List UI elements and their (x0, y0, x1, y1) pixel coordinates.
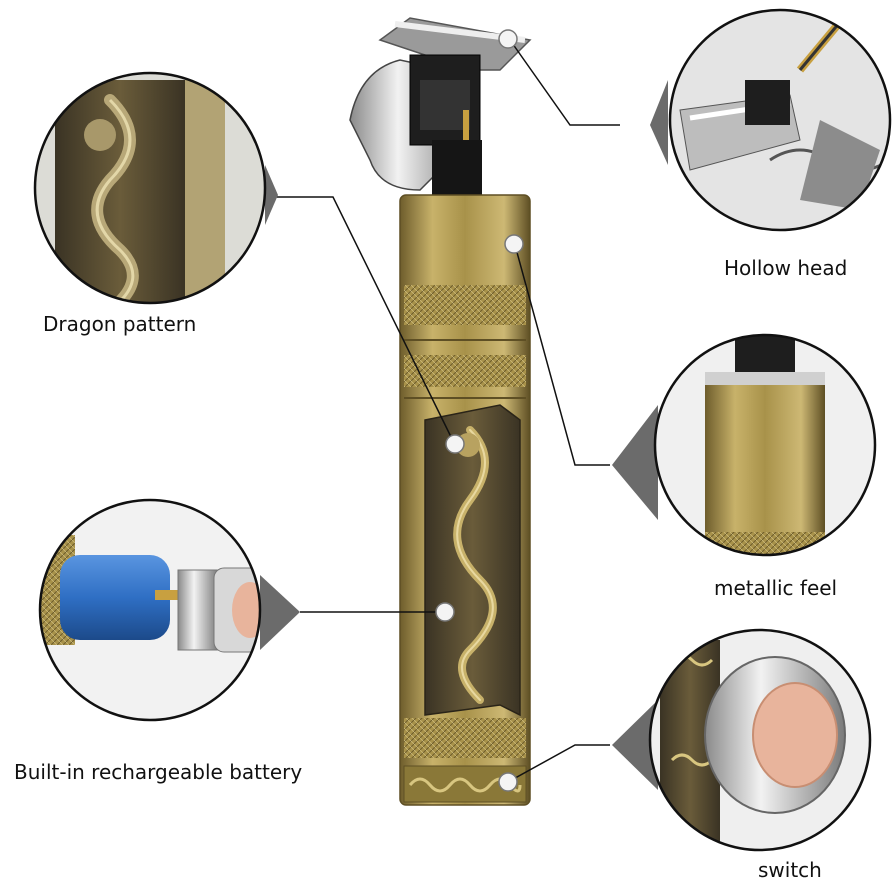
label-hollow-head: Hollow head (724, 256, 848, 280)
dragon-panel (424, 404, 521, 717)
detail-circle-metallic (612, 333, 877, 557)
callout-dots (435, 29, 524, 792)
detail-circle-hollow-head (650, 8, 892, 232)
detail-circle-dragon (33, 71, 278, 305)
knurled-band-lower (404, 718, 526, 758)
label-battery: Built-in rechargeable battery (14, 760, 303, 784)
trimmer-head (349, 17, 532, 195)
label-dragon-pattern: Dragon pattern (43, 312, 197, 336)
detail-circle-battery (38, 498, 300, 722)
detail-circle-switch (612, 628, 872, 852)
trimmer-body (349, 17, 532, 806)
callout-lines (275, 39, 620, 783)
label-switch: switch (758, 858, 822, 882)
label-metallic-feel: metallic feel (714, 576, 838, 600)
knurled-band-upper (404, 285, 526, 325)
knurled-band-middle (404, 355, 526, 387)
